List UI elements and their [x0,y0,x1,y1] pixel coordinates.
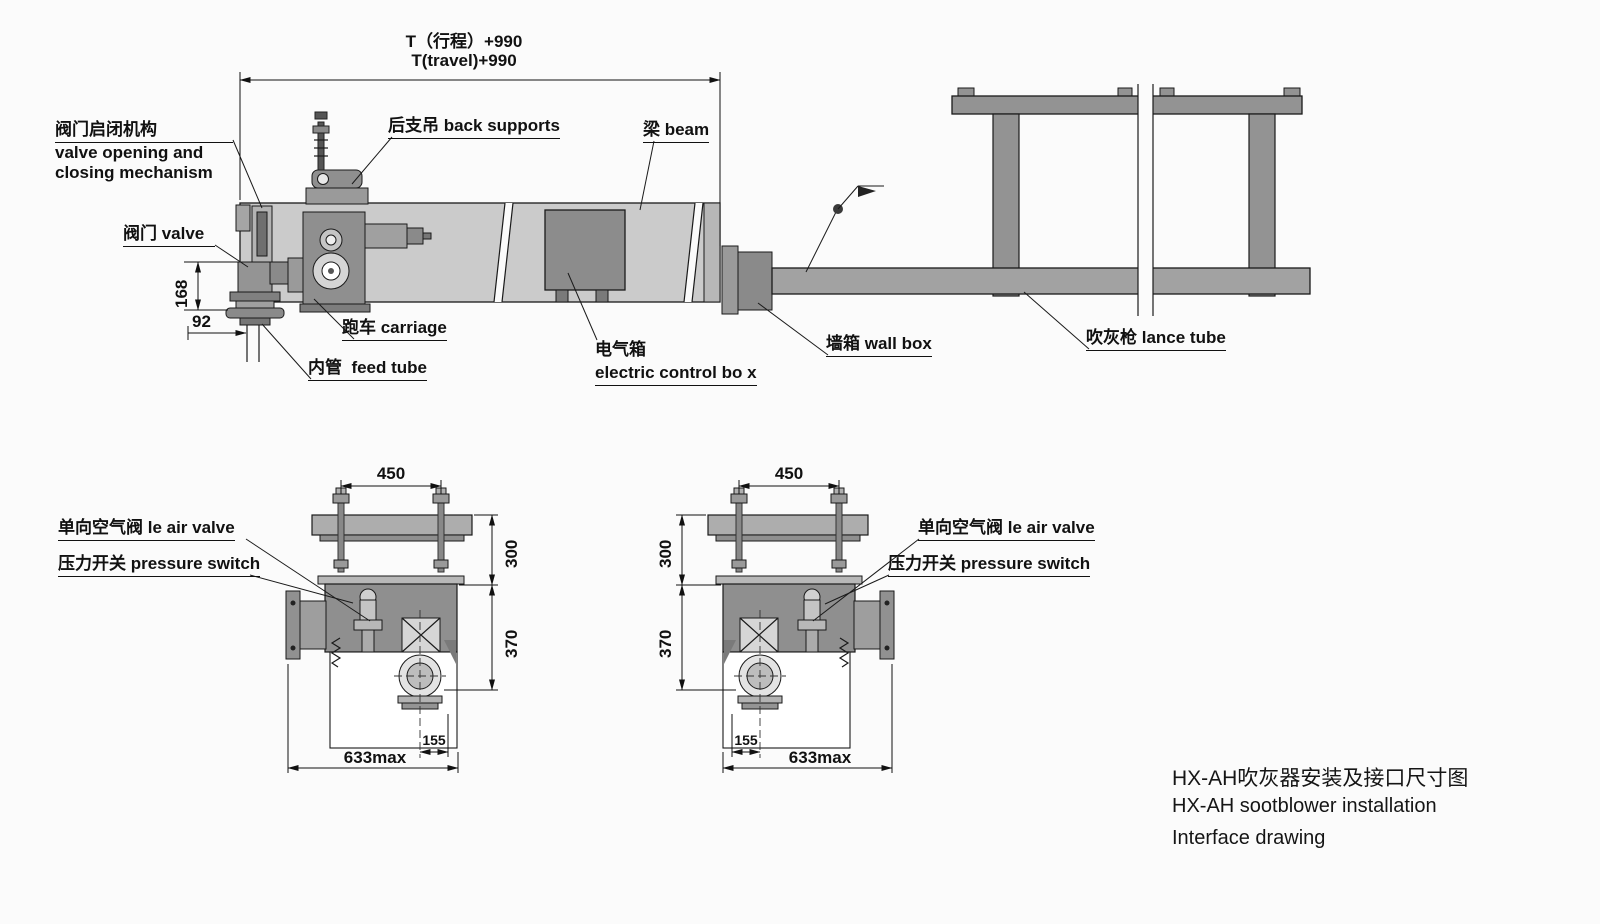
label-pressure-switch-right: 压力开关 pressure switch [888,554,1091,577]
label-beam: 梁 beam [643,120,710,143]
dimension-633max-right: 633max [788,748,852,767]
dimension-300-left: 300 [502,539,521,568]
dimension-370-right: 370 [656,629,675,658]
label-back-supports: 后支吊 back supports [388,116,560,139]
dimension-168: 168 [172,279,191,308]
label-electric-box-cn: 电气箱 [595,340,646,359]
dimension-300-right: 300 [656,539,675,568]
label-valve: 阀门 valve [123,224,215,247]
label-valve-mechanism-en1: valve opening and [55,143,204,162]
travel-dimension-cn: T（行程）+990 [405,32,523,51]
label-valve-mechanism-en2: closing mechanism [55,163,213,182]
dimension-155-right: 155 [734,732,758,748]
drawing-subtitle-en: Interface drawing [1172,827,1326,849]
dimension-633max-left: 633max [343,748,407,767]
leader-lines-main [214,136,1090,380]
dimensions-main [184,72,721,340]
label-wall-box: 墙箱 wall box [826,334,932,357]
label-air-valve-right: 单向空气阀 le air valve [918,518,1095,541]
label-electric-box-en: electric control bo x [595,363,757,386]
label-lance-tube: 吹灰枪 lance tube [1086,328,1226,351]
electric-control-box [544,209,626,303]
back-supports-bracket [305,169,369,205]
carriage [269,211,432,313]
dimension-92: 92 [192,312,211,331]
dimension-450-right: 450 [774,464,804,483]
lance-tube [771,267,1311,295]
dimension-155-left: 155 [422,732,446,748]
section-right [676,480,920,773]
label-air-valve-left: 单向空气阀 le air valve [58,518,235,541]
weld-flag-icon [805,185,884,273]
mounting-frame [951,87,1303,297]
anchor-bolt [312,111,330,171]
label-feed-tube: 内管 feed tube [308,358,428,381]
drawing-title-en: HX-AH sootblower installation [1172,795,1437,817]
valve-assembly [225,204,285,362]
section-left [245,480,498,773]
dimension-370-left: 370 [502,629,521,658]
label-carriage: 跑车 carriage [342,318,447,341]
drawing-title-cn: HX-AH吹灰器安装及接口尺寸图 [1172,767,1469,790]
dimension-450-left: 450 [376,464,406,483]
travel-dimension-en: T(travel)+990 [411,51,517,70]
label-pressure-switch-left: 压力开关 pressure switch [58,554,261,577]
frame-break-marks [1137,84,1154,316]
label-valve-mechanism-cn: 阀门启闭机构 [55,120,233,143]
wall-box [721,245,773,315]
